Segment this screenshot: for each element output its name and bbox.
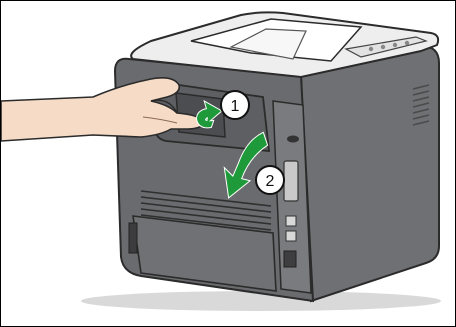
step-2-number: 2 — [266, 173, 275, 190]
panel-button-icon — [405, 41, 409, 45]
ethernet-port-icon — [284, 161, 298, 201]
panel-button-icon — [393, 43, 397, 47]
step-2-callout: 2 — [256, 166, 284, 194]
usb-port-icon — [286, 216, 296, 226]
printer-side-panel — [301, 46, 439, 301]
panel-button-icon — [381, 45, 385, 49]
port-cover-icon — [287, 136, 299, 143]
power-socket-icon — [284, 251, 296, 267]
usb-port-icon — [286, 231, 296, 241]
panel-button-icon — [369, 47, 373, 51]
duplex-handle — [129, 223, 137, 253]
step-1-number: 1 — [231, 98, 240, 115]
step-1-callout: 1 — [221, 91, 249, 119]
